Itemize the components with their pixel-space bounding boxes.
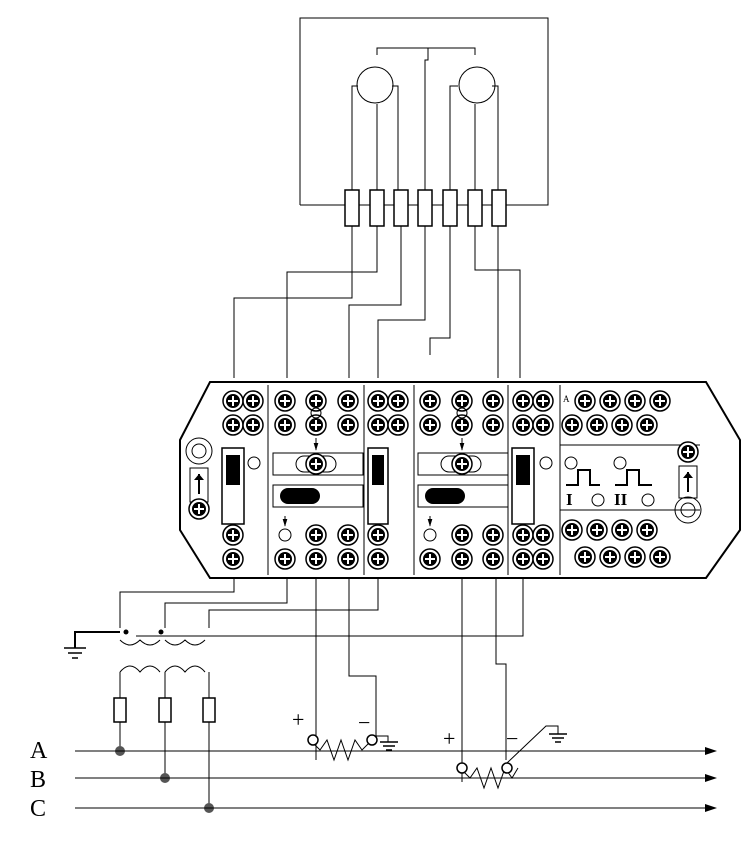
voltage-transformer [64, 629, 216, 813]
phase-a-label: A [30, 738, 48, 764]
phase-b-label: B [30, 767, 46, 793]
relay-ii-label: II [614, 490, 628, 509]
current-coil-left [356, 66, 394, 104]
current-coil-right [458, 66, 496, 104]
mount-hole-left [185, 437, 213, 520]
current-transformer-a: + − [292, 707, 398, 762]
phase-c-label: C [30, 796, 46, 822]
shorting-links [221, 447, 553, 525]
connector-wires [233, 226, 521, 378]
current-transformer-b: + − [443, 725, 567, 790]
relay-outputs: I II A [563, 394, 655, 509]
sensor-box [299, 17, 549, 227]
mount-hole-right [674, 441, 702, 524]
phase-lines: A B C [30, 738, 717, 822]
ct-a-plus: + [292, 707, 304, 732]
ct-b-minus: − [506, 726, 518, 751]
ct-a-minus: − [358, 710, 370, 735]
small-a-mark: A [563, 394, 570, 404]
terminal-block: I II A [179, 381, 741, 579]
connector-pins [344, 189, 507, 227]
test-switches [272, 407, 509, 542]
relay-i-label: I [566, 490, 573, 509]
ct-b-plus: + [443, 726, 455, 751]
